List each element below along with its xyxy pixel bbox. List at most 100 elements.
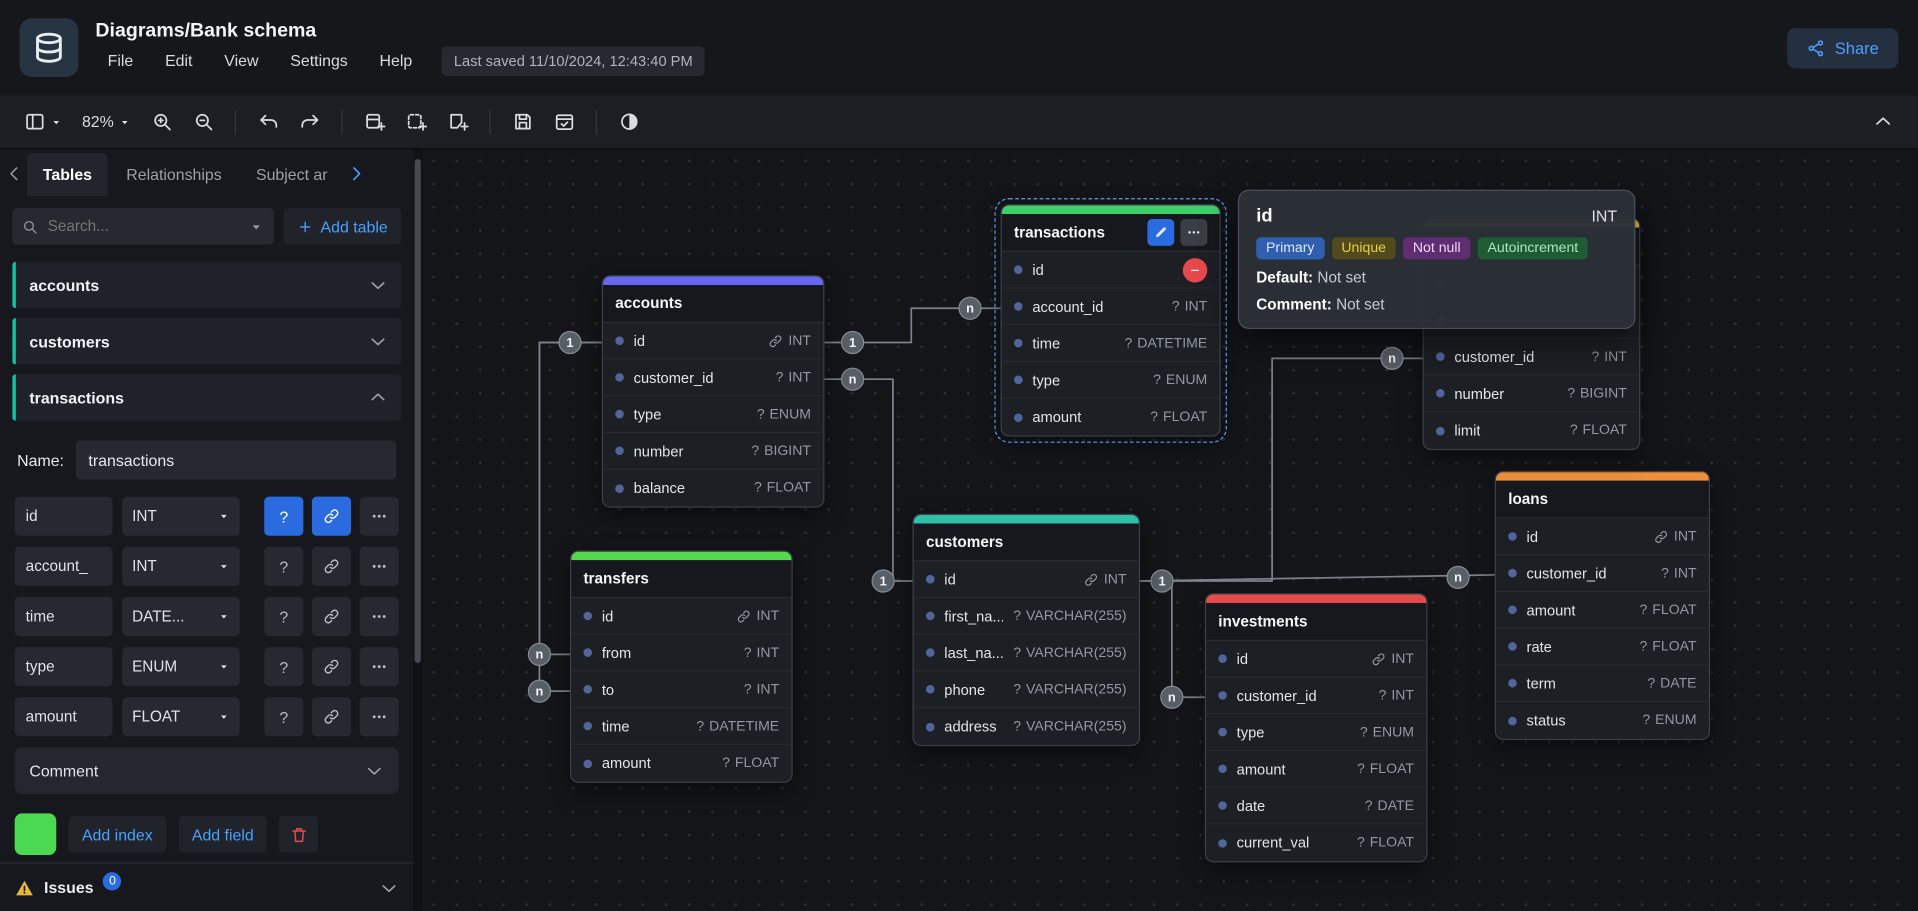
tab-subject-areas[interactable]: Subject ar xyxy=(255,164,328,183)
add-area-button[interactable] xyxy=(398,103,435,140)
app-logo[interactable] xyxy=(19,18,79,78)
field-type-select[interactable]: DATE... xyxy=(122,596,240,637)
table-list-item-transactions[interactable]: transactions xyxy=(12,374,402,421)
zoom-out-button[interactable] xyxy=(185,103,222,140)
field-more-button[interactable] xyxy=(359,647,399,687)
table-header[interactable]: investments xyxy=(1206,603,1427,641)
field-type-select[interactable]: INT xyxy=(122,496,240,536)
field-nullable-toggle[interactable]: ? xyxy=(264,496,304,536)
table-field-row[interactable]: status?ENUM xyxy=(1495,702,1709,739)
table-field-row[interactable]: first_na...?VARCHAR(255) xyxy=(913,598,1139,635)
relationship-line[interactable] xyxy=(1140,580,1205,699)
tab-tables[interactable]: Tables xyxy=(26,152,108,196)
table-field-row[interactable]: customer_id?INT xyxy=(1423,338,1640,376)
delete-table-button[interactable] xyxy=(279,815,319,853)
search-box[interactable] xyxy=(12,207,275,245)
tabs-scroll-left-icon[interactable] xyxy=(5,164,25,184)
relationship-line[interactable] xyxy=(824,378,913,582)
table-field-row[interactable]: phone?VARCHAR(255) xyxy=(913,671,1139,709)
table-field-row[interactable]: from?INT xyxy=(571,634,792,672)
field-primary-toggle[interactable] xyxy=(311,546,352,586)
table-header[interactable]: transactions xyxy=(1001,214,1220,252)
table-field-row[interactable]: amount?FLOAT xyxy=(1495,592,1709,629)
field-primary-toggle[interactable] xyxy=(311,647,352,687)
field-type-select[interactable]: ENUM xyxy=(122,647,240,687)
field-more-button[interactable] xyxy=(359,546,399,586)
search-caret-icon[interactable] xyxy=(248,218,264,234)
table-field-row[interactable]: amount?FLOAT xyxy=(1001,398,1220,436)
menu-help[interactable]: Help xyxy=(379,51,413,70)
menu-file[interactable]: File xyxy=(107,51,134,70)
field-type-select[interactable]: INT xyxy=(122,546,240,586)
table-options-button[interactable] xyxy=(1180,218,1208,246)
table-field-row[interactable]: customer_id?INT xyxy=(1495,555,1709,593)
layout-button[interactable] xyxy=(17,103,70,140)
field-nullable-toggle[interactable]: ? xyxy=(264,697,304,737)
menu-settings[interactable]: Settings xyxy=(290,51,348,70)
table-field-row[interactable]: time?DATETIME xyxy=(1001,325,1220,363)
field-nullable-toggle[interactable]: ? xyxy=(264,546,304,586)
table-field-row[interactable]: amount?FLOAT xyxy=(571,744,792,782)
add-note-button[interactable] xyxy=(439,103,476,140)
menu-view[interactable]: View xyxy=(224,51,259,70)
save-button[interactable] xyxy=(504,103,541,140)
field-more-button[interactable] xyxy=(359,596,399,637)
zoom-in-button[interactable] xyxy=(143,103,180,140)
table-field-row[interactable]: limit?FLOAT xyxy=(1423,412,1640,449)
field-more-button[interactable] xyxy=(359,697,399,737)
add-field-button[interactable]: Add field xyxy=(178,815,268,853)
table-field-row[interactable]: time?DATETIME xyxy=(571,708,792,745)
table-field-row[interactable]: customer_id?INT xyxy=(603,359,824,397)
table-field-row[interactable]: last_na...?VARCHAR(255) xyxy=(913,634,1139,672)
table-field-row[interactable]: type?ENUM xyxy=(1206,714,1427,752)
table-field-row[interactable]: number?BIGINT xyxy=(603,433,824,470)
table-field-row[interactable]: current_val?FLOAT xyxy=(1206,824,1427,862)
field-name-button[interactable]: type xyxy=(14,647,113,687)
relationship-line[interactable] xyxy=(1140,574,1495,582)
field-primary-toggle[interactable] xyxy=(311,697,352,737)
zoom-level-select[interactable]: 82% xyxy=(75,103,139,140)
table-field-row[interactable]: number?BIGINT xyxy=(1423,375,1640,413)
table-header[interactable]: accounts xyxy=(603,285,824,323)
table-field-row[interactable]: address?VARCHAR(255) xyxy=(913,708,1139,745)
table-list-item-customers[interactable]: customers xyxy=(12,318,402,365)
collapse-toolbar-button[interactable] xyxy=(1864,103,1901,140)
table-list-item-accounts[interactable]: accounts xyxy=(12,261,402,309)
add-index-button[interactable]: Add index xyxy=(68,815,167,853)
table-field-row[interactable]: id xyxy=(1001,251,1220,289)
table-field-row[interactable]: customer_id?INT xyxy=(1206,677,1427,715)
table-field-row[interactable]: type?ENUM xyxy=(603,396,824,434)
field-primary-toggle[interactable] xyxy=(311,496,352,536)
table-name-input[interactable] xyxy=(76,440,397,480)
field-name-button[interactable]: time xyxy=(14,596,113,637)
field-nullable-toggle[interactable]: ? xyxy=(264,647,304,687)
field-name-button[interactable]: id xyxy=(14,496,113,536)
field-name-button[interactable]: amount xyxy=(14,697,113,737)
table-field-row[interactable]: account_id?INT xyxy=(1001,288,1220,326)
menu-edit[interactable]: Edit xyxy=(165,51,193,70)
table-color-swatch[interactable] xyxy=(14,813,57,856)
field-nullable-toggle[interactable]: ? xyxy=(264,596,304,637)
share-button[interactable]: Share xyxy=(1787,27,1899,68)
table-field-row[interactable]: amount?FLOAT xyxy=(1206,751,1427,788)
add-table-button[interactable]: Add table xyxy=(283,207,402,245)
relationship-line[interactable] xyxy=(824,307,1001,344)
theme-button[interactable] xyxy=(610,103,647,140)
table-field-row[interactable]: to?INT xyxy=(571,671,792,709)
sidebar-scrollbar-thumb[interactable] xyxy=(414,159,421,663)
save-done-button[interactable] xyxy=(546,103,583,140)
table-header[interactable]: transfers xyxy=(571,560,792,599)
table-field-row[interactable]: date?DATE xyxy=(1206,787,1427,825)
table-field-row[interactable]: term?DATE xyxy=(1495,665,1709,703)
